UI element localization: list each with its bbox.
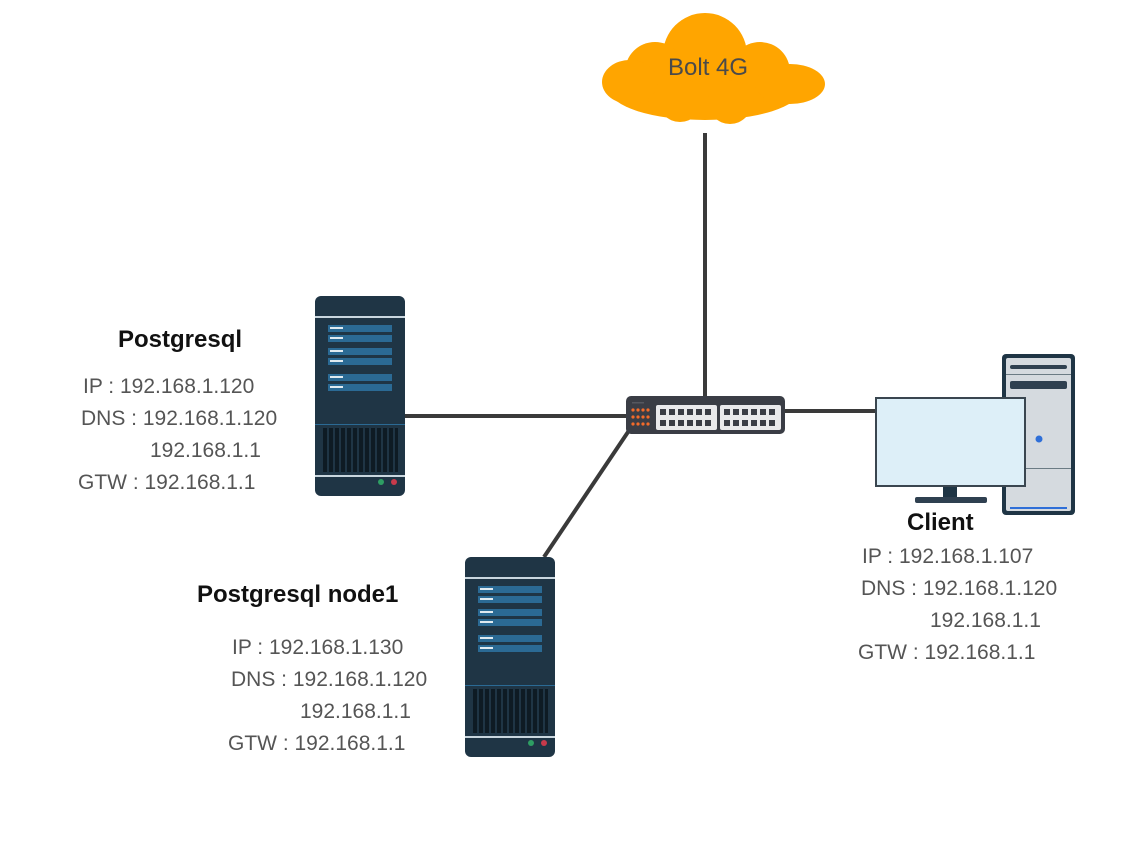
postgresql-gtw: GTW : 192.168.1.1 [78,471,256,494]
server-icon [465,557,555,757]
client-dns-secondary: 192.168.1.1 [930,609,1041,632]
node1-gtw: GTW : 192.168.1.1 [228,732,406,755]
client-dns: DNS : 192.168.1.120 [861,577,1058,600]
client-ip: IP : 192.168.1.107 [862,545,1034,568]
node1-dns-secondary: 192.168.1.1 [300,700,411,723]
link-node1-switch [542,430,630,559]
node1-dns: DNS : 192.168.1.120 [231,668,428,691]
client-gtw: GTW : 192.168.1.1 [858,641,1036,664]
monitor-icon [875,397,1026,503]
node1-ip: IP : 192.168.1.130 [232,636,404,659]
postgresql-dns-secondary: 192.168.1.1 [150,439,261,462]
postgresql-title: Postgresql [118,326,243,353]
client-title: Client [907,509,974,536]
server-icon [315,296,405,496]
node1-title: Postgresql node1 [197,581,399,608]
network-switch-icon [626,396,785,434]
cloud-icon [602,13,825,124]
postgresql-ip: IP : 192.168.1.120 [83,375,255,398]
postgresql-dns: DNS : 192.168.1.120 [81,407,278,430]
cloud-label: Bolt 4G [668,54,749,81]
